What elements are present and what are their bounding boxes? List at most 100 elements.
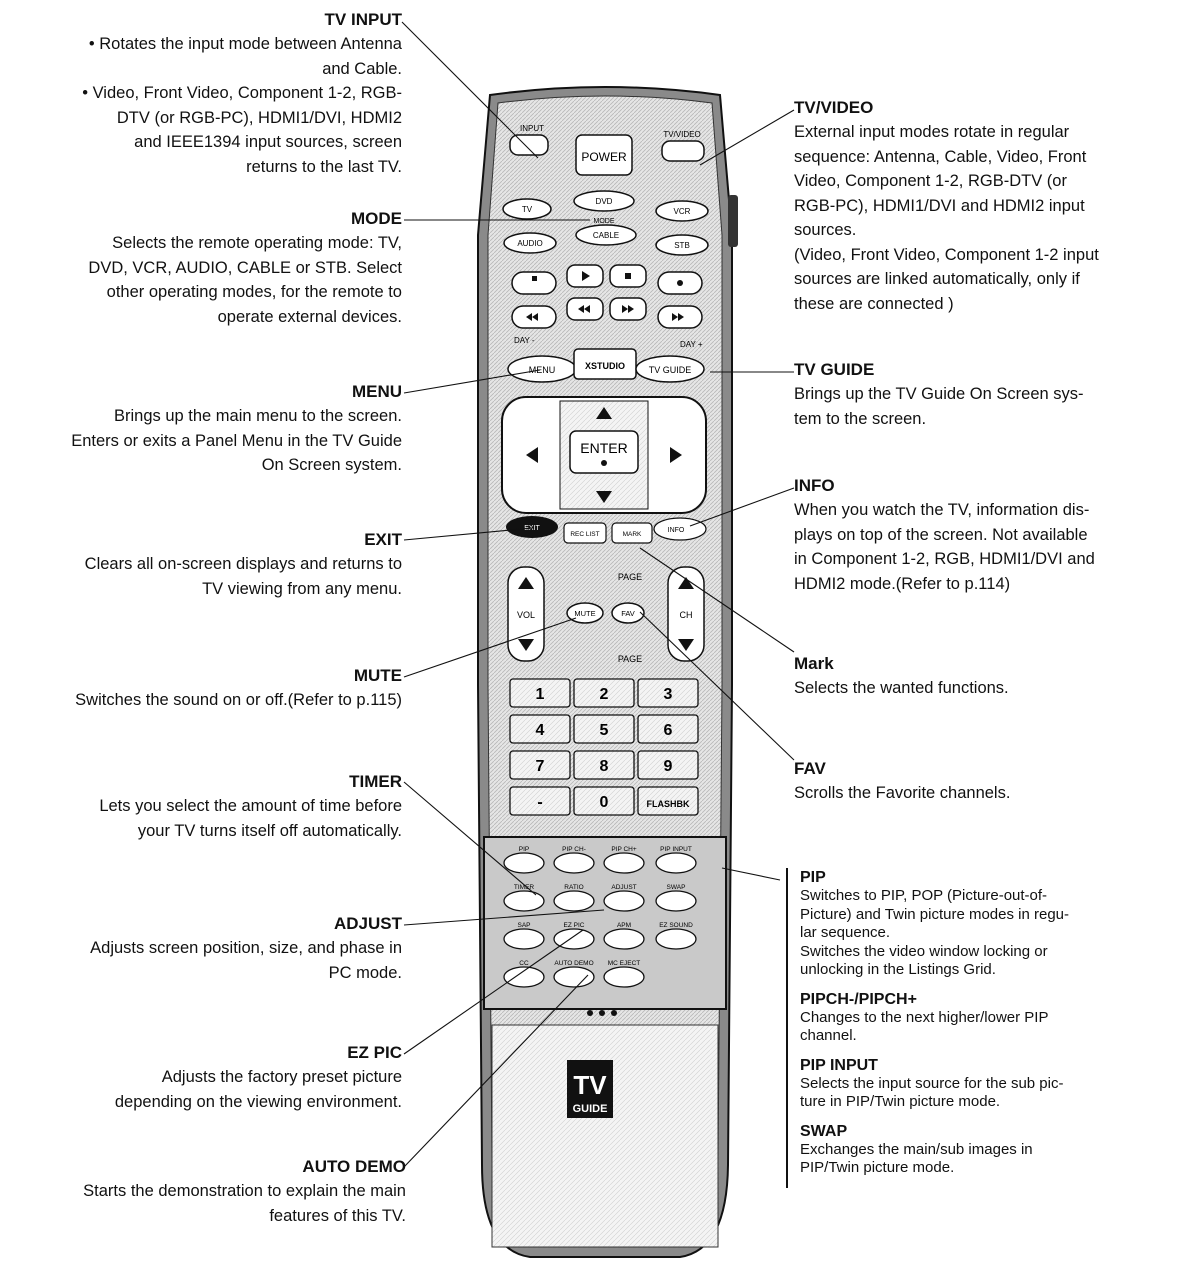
power-label: POWER — [581, 150, 627, 164]
mark-button[interactable] — [611, 522, 653, 544]
mute-button-label: MUTE — [574, 609, 595, 618]
mode-stb-button[interactable]: STB — [655, 234, 709, 256]
pip-button-pip[interactable]: PIP — [503, 846, 545, 874]
exit-button[interactable] — [506, 516, 558, 538]
pip-button-apm[interactable]: APM — [603, 922, 645, 950]
channel-rocker[interactable]: CH — [667, 566, 705, 662]
exit-leader — [403, 527, 533, 541]
day-plus-label: DAY + — [680, 340, 703, 349]
pip-input-section: PIP INPUT Selects the input source for t… — [800, 1056, 1177, 1112]
adjust-leader — [403, 909, 605, 926]
mode-tv-button[interactable]: TV — [502, 198, 552, 220]
pip-button-label: PIP INPUT — [660, 846, 692, 853]
pip-title: PIP — [800, 869, 826, 886]
ez-pic-leader — [403, 929, 584, 1055]
mode-cable-button[interactable]: CABLE — [575, 224, 637, 246]
fav-button[interactable]: FAV — [611, 602, 645, 624]
pip-input-title: PIP INPUT — [800, 1056, 878, 1074]
number-key-2[interactable]: 2 — [573, 678, 635, 708]
number-key-label: 0 — [600, 794, 609, 811]
mark-annotation: Mark Selects the wanted functions. — [794, 652, 1174, 701]
pip-buttons: PIP PIP CH- PIP CH+ PIP INPUT TIMER RATIO ADJU… — [503, 846, 697, 988]
number-key-9[interactable]: 9 — [637, 750, 699, 780]
pip-button-mc-eject[interactable]: MC EJECT — [603, 960, 645, 988]
tv-video-button[interactable]: TV/VIDEO — [661, 130, 705, 162]
ch-label: CH — [680, 610, 693, 620]
mode-vcr-label: VCR — [674, 207, 691, 216]
adjust-desc: Adjusts screen position, size, and phase… — [90, 939, 402, 982]
auto-demo-annotation: AUTO DEMO Starts the demonstration to ex… — [0, 1155, 406, 1228]
pip-button-auto-demo[interactable]: AUTO DEMO — [553, 960, 595, 988]
tv-video-leader — [699, 109, 795, 166]
volume-rocker[interactable]: VOL — [507, 566, 545, 662]
tv-input-desc: • Rotates the input mode between Antenna… — [82, 35, 402, 176]
pip-button-ez-sound[interactable]: EZ SOUND — [655, 922, 697, 950]
auto-demo-title: AUTO DEMO — [302, 1157, 406, 1176]
mode-audio-label: AUDIO — [517, 239, 542, 248]
number-key-8[interactable]: 8 — [573, 750, 635, 780]
number-key-3[interactable]: 3 — [637, 678, 699, 708]
number-key-5[interactable]: 5 — [573, 714, 635, 744]
menu-leader — [403, 369, 541, 394]
tv-guide-title: TV GUIDE — [794, 360, 875, 379]
number-key-4[interactable]: 4 — [509, 714, 571, 744]
rec-list-button[interactable] — [563, 522, 607, 544]
pip-button-pip-ch-[interactable]: PIP CH+ — [603, 846, 645, 874]
exit-title: EXIT — [364, 530, 402, 549]
tv-video-label: TV/VIDEO — [663, 130, 700, 139]
pip-button-label: APM — [617, 922, 631, 929]
mode-dvd-label: DVD — [596, 197, 613, 206]
number-key-1[interactable]: 1 — [509, 678, 571, 708]
number-key-7[interactable]: 7 — [509, 750, 571, 780]
pip-button-label: CC — [519, 960, 529, 967]
pip-button-swap[interactable]: SWAP — [655, 884, 697, 912]
pip-button-ratio[interactable]: RATIO — [553, 884, 595, 912]
xstudio-label: XSTUDIO — [585, 361, 625, 371]
stop-button[interactable] — [511, 271, 557, 295]
pip-button-label: ADJUST — [611, 884, 636, 891]
tv-guide-annotation: TV GUIDE Brings up the TV Guide On Scree… — [794, 358, 1174, 431]
ez-pic-desc: Adjusts the factory preset picture depen… — [114, 1068, 402, 1111]
pip-input-desc: Selects the input source for the sub pic… — [800, 1074, 1064, 1111]
number-key-flashbk[interactable]: FLASHBK — [637, 786, 699, 816]
pipch-desc: Changes to the next higher/lower PIP cha… — [800, 1008, 1049, 1045]
exit-row: EXIT REC LIST MARK INFO — [506, 516, 707, 544]
number-key-6[interactable]: 6 — [637, 714, 699, 744]
info-title: INFO — [794, 476, 835, 495]
enter-button[interactable] — [569, 430, 639, 474]
mode-vcr-button[interactable]: VCR — [655, 200, 709, 222]
pip-button-ez-pic[interactable]: EZ PIC — [553, 922, 595, 950]
left-arrow-icon[interactable] — [526, 447, 538, 463]
pip-button-cc[interactable]: CC — [503, 960, 545, 988]
number-key-label: 4 — [536, 722, 545, 739]
tv-input-title: TV INPUT — [324, 10, 402, 29]
number-key-label: FLASHBK — [647, 799, 690, 809]
mode-dvd-button[interactable]: DVD — [573, 190, 635, 212]
pip-button-label: RATIO — [564, 884, 583, 891]
logo-guide-text: GUIDE — [573, 1103, 608, 1115]
info-desc: When you watch the TV, information dis- … — [794, 501, 1095, 593]
fav-leader — [639, 611, 795, 761]
pip-button-adjust[interactable]: ADJUST — [603, 884, 645, 912]
number-key-0[interactable]: 0 — [573, 786, 635, 816]
mode-stb-label: STB — [674, 241, 690, 250]
fav-title: FAV — [794, 759, 826, 778]
timer-title: TIMER — [349, 772, 402, 791]
pip-button-pip-input[interactable]: PIP INPUT — [655, 846, 697, 874]
mark-title: Mark — [794, 654, 834, 673]
number-key-dash[interactable]: - — [509, 786, 571, 816]
xstudio-button[interactable] — [573, 348, 637, 380]
pip-button-sap[interactable]: SAP — [503, 922, 545, 950]
pip-annotation-box: PIP Switches to PIP, POP (Picture-out-of… — [786, 868, 1177, 1188]
mode-audio-button[interactable]: AUDIO — [503, 232, 557, 254]
info-button[interactable] — [653, 517, 707, 541]
tv-guide-button[interactable] — [635, 355, 705, 383]
power-button[interactable]: POWER — [575, 134, 633, 176]
pip-button-timer[interactable]: TIMER — [503, 884, 545, 912]
down-arrow-icon[interactable] — [596, 491, 612, 503]
pip-button-pip-ch-[interactable]: PIP CH- — [553, 846, 595, 874]
right-arrow-icon[interactable] — [670, 447, 682, 463]
info-leader — [689, 487, 795, 527]
up-arrow-icon[interactable] — [596, 407, 612, 419]
